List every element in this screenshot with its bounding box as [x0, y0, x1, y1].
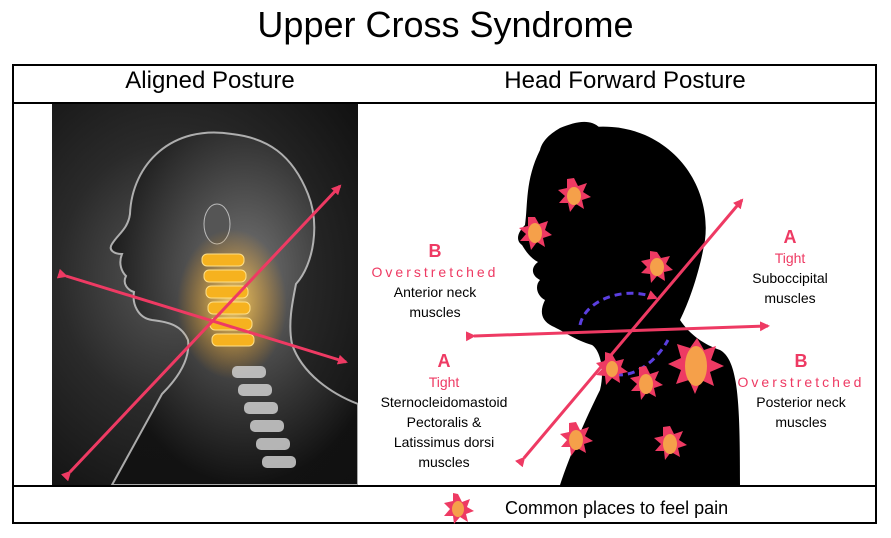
header-divider — [12, 102, 877, 104]
legend-divider — [12, 485, 877, 487]
label-status: Tight — [428, 374, 460, 390]
label-desc: Posterior neck — [756, 394, 846, 410]
right-horizontal-arrow — [465, 321, 770, 342]
pain-marker-chest — [630, 366, 663, 400]
label-desc: Latissimus dorsi — [393, 434, 495, 450]
page-title: Upper Cross Syndrome — [257, 4, 634, 45]
pain-marker-lower-chest — [560, 422, 593, 456]
left-diagonal-arrow-a — [60, 184, 342, 482]
label-desc: muscles — [409, 304, 461, 320]
label-a-suboccipital: A Tight Suboccipital muscles — [730, 226, 850, 308]
diagram-frame — [12, 64, 877, 524]
label-desc: Suboccipital — [752, 270, 828, 286]
label-status: Overstretched — [371, 264, 499, 280]
label-a-sternocleidomastoid: A Tight Sternocleidomastoid Pectoralis &… — [364, 350, 524, 472]
pain-marker-temple — [519, 217, 552, 250]
pain-marker-mid-back — [654, 426, 687, 460]
label-desc: muscles — [775, 414, 827, 430]
label-desc: Anterior neck — [393, 284, 477, 300]
label-desc: muscles — [764, 290, 816, 306]
pain-marker-head-top — [558, 178, 591, 212]
label-b-anterior: B Overstretched Anterior neck muscles — [360, 240, 510, 322]
head-forward-posture-header: Head Forward Posture — [504, 67, 746, 94]
pain-marker-upper-back-large — [668, 338, 724, 394]
legend-label: Common places to feel pain — [505, 498, 729, 518]
label-letter: A — [437, 351, 451, 371]
label-letter: A — [783, 227, 797, 247]
pain-marker-back-of-head — [641, 251, 673, 283]
label-letter: B — [794, 351, 808, 371]
label-b-posterior: B Overstretched Posterior neck muscles — [728, 350, 874, 432]
left-diagonal-arrow-b — [56, 268, 348, 365]
pain-marker-front-neck — [596, 352, 628, 385]
aligned-posture-header: Aligned Posture — [125, 67, 295, 94]
label-desc: Pectoralis & — [406, 414, 482, 430]
label-status: Overstretched — [737, 374, 865, 390]
label-desc: Sternocleidomastoid — [380, 394, 508, 410]
label-letter: B — [428, 241, 442, 261]
upper-curve-arrow — [578, 290, 658, 326]
label-desc: muscles — [418, 454, 470, 470]
pain-marker-icon — [444, 493, 474, 524]
label-status: Tight — [774, 250, 806, 266]
